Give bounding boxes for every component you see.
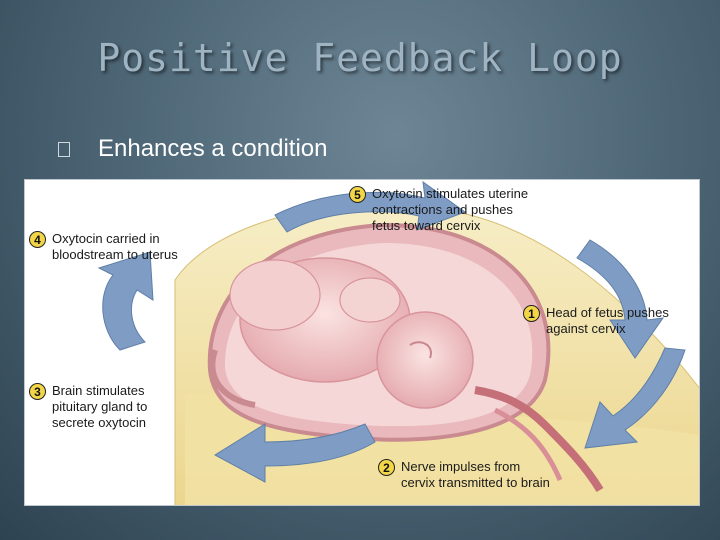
step-4-line-2: bloodstream to uterus: [52, 247, 178, 262]
step-1: 1 Head of fetus pushes against cervix: [523, 305, 669, 337]
step-2-label: Nerve impulses from cervix transmitted t…: [401, 459, 550, 491]
step-2-line-2: cervix transmitted to brain: [401, 475, 550, 490]
arrow-top: [274, 180, 467, 233]
step-4: 4 Oxytocin carried in bloodstream to ute…: [29, 231, 178, 263]
step-2-line-1: Nerve impulses from: [401, 459, 521, 474]
fetus-arm: [339, 277, 401, 323]
step-4-label: Oxytocin carried in bloodstream to uteru…: [52, 231, 178, 263]
step-3-line-3: secrete oxytocin: [52, 415, 146, 430]
slide-title: Positive Feedback Loop: [97, 36, 623, 80]
step-5-line-1: Oxytocin stimulates uterine: [372, 186, 529, 201]
step-5-line-3: fetus toward cervix: [372, 218, 481, 233]
step-4-badge: 4: [29, 231, 46, 248]
arrow-bottom: [214, 423, 376, 483]
childbirth-illustration: [97, 180, 699, 505]
step-3-label: Brain stimulates pituitary gland to secr…: [52, 383, 147, 431]
step-4-line-1: Oxytocin carried in: [52, 231, 160, 246]
step-5-label: Oxytocin stimulates uterine contractions…: [372, 186, 528, 234]
step-5: 5 Oxytocin stimulates uterine contractio…: [349, 186, 528, 234]
arrow-left: [97, 251, 154, 351]
step-3-line-1: Brain stimulates: [52, 383, 145, 398]
step-1-line-1: Head of fetus pushes: [546, 305, 669, 320]
fetus-legs: [229, 259, 321, 331]
step-1-badge: 1: [523, 305, 540, 322]
step-5-line-2: contractions and pushes: [372, 202, 513, 217]
fetus-ear: [409, 341, 432, 359]
step-3: 3 Brain stimulates pituitary gland to se…: [29, 383, 147, 431]
fetus-head: [376, 311, 474, 409]
step-3-badge: 3: [29, 383, 46, 400]
step-1-line-2: against cervix: [546, 321, 626, 336]
arrow-right-top: [576, 239, 665, 359]
bullet-square-icon: [58, 141, 70, 157]
bullet-text: Enhances a condition: [98, 135, 328, 162]
step-2: 2 Nerve impulses from cervix transmitted…: [378, 459, 550, 491]
step-3-line-2: pituitary gland to: [52, 399, 148, 414]
arrow-right-bottom: [584, 347, 686, 449]
placenta: [209, 349, 256, 408]
step-5-badge: 5: [349, 186, 366, 203]
childbirth-feedback-diagram: 5 Oxytocin stimulates uterine contractio…: [24, 179, 700, 506]
birth-canal: [493, 407, 563, 481]
bullet-item: Enhances a condition: [58, 132, 328, 166]
step-2-badge: 2: [378, 459, 395, 476]
step-1-label: Head of fetus pushes against cervix: [546, 305, 669, 337]
cervix: [474, 386, 604, 493]
